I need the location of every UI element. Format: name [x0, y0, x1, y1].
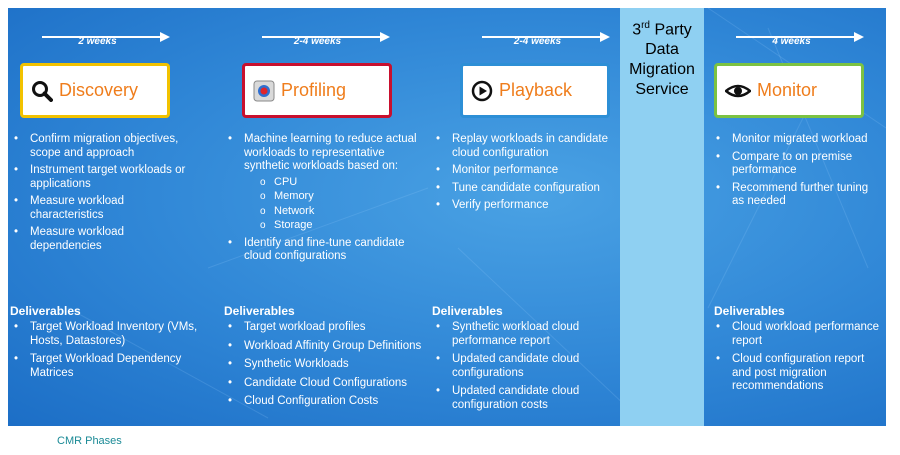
activity-list: Monitor migrated workload Compare to on …: [714, 133, 882, 213]
duration-arrow: [736, 32, 864, 42]
phase-profiling: 2-4 weeks Profiling Machine learning to …: [224, 8, 440, 426]
metric-sublist: CPU Memory Network Storage: [244, 176, 426, 233]
list-item: Identify and fine-tune candidate cloud c…: [226, 237, 426, 264]
third-party-line1: 3rd Party: [620, 16, 704, 40]
duration-label: 2-4 weeks: [513, 36, 562, 47]
deliverables-heading: Deliverables: [224, 304, 295, 318]
monitor-box: Monitor: [714, 63, 864, 118]
list-item: Monitor migrated workload: [714, 133, 882, 147]
phase-title: Profiling: [281, 80, 347, 100]
deliverables-heading: Deliverables: [432, 304, 503, 318]
duration-arrow: [42, 32, 170, 42]
play-icon: [471, 80, 493, 101]
list-item: Cloud Configuration Costs: [226, 395, 431, 409]
list-item: Updated candidate cloud configurations: [434, 353, 614, 380]
list-item: Measure workload dependencies: [12, 226, 197, 253]
list-item: Machine learning to reduce actual worklo…: [226, 133, 426, 233]
third-party-migration-service: 3rd Party Data Migration Service: [620, 8, 704, 426]
list-item: Synthetic Workloads: [226, 358, 431, 372]
list-item: Candidate Cloud Configurations: [226, 377, 431, 391]
third-party-word: Party: [650, 21, 692, 39]
deliverables-list: Synthetic workload cloud performance rep…: [434, 321, 614, 417]
phase-title: Discovery: [59, 80, 139, 100]
metric-cpu: CPU: [244, 176, 426, 190]
duration-label: 2-4 weeks: [293, 36, 342, 47]
list-item: Instrument target workloads or applicati…: [12, 164, 197, 191]
third-party-ordinal: 3: [632, 21, 642, 39]
profiling-box: Profiling: [242, 63, 392, 118]
eye-icon: [725, 84, 751, 97]
third-party-line4: Service: [635, 81, 689, 99]
phase-title: Playback: [499, 80, 573, 100]
phase-discovery: 2 weeks Discovery Confirm migration obje…: [10, 8, 215, 426]
list-item: Measure workload characteristics: [12, 195, 197, 222]
list-item: Target workload profiles: [226, 321, 431, 335]
figure-caption: CMR Phases: [57, 435, 122, 447]
list-item: Replay workloads in candidate cloud conf…: [434, 133, 614, 160]
phases-panel: 2 weeks Discovery Confirm migration obje…: [8, 8, 886, 426]
playback-box: Playback: [460, 63, 610, 118]
metric-memory: Memory: [244, 190, 426, 204]
list-item: Target Workload Inventory (VMs, Hosts, D…: [12, 321, 202, 348]
list-item: Target Workload Dependency Matrices: [12, 353, 202, 380]
phase-title: Monitor: [757, 80, 818, 100]
deliverables-list: Target workload profiles Workload Affini…: [226, 321, 431, 414]
list-item: Tune candidate configuration: [434, 182, 614, 196]
target-icon: [253, 80, 275, 101]
list-item: Synthetic workload cloud performance rep…: [434, 321, 614, 348]
duration-arrow: [262, 32, 390, 42]
deliverables-heading: Deliverables: [10, 304, 81, 318]
duration-arrow: [482, 32, 610, 42]
list-item: Updated candidate cloud configuration co…: [434, 385, 614, 412]
phase-monitor: 4 weeks Monitor Monitor migrated workloa…: [714, 8, 886, 426]
activity-list: Replay workloads in candidate cloud conf…: [434, 133, 614, 217]
activity-list: Machine learning to reduce actual worklo…: [226, 133, 426, 268]
third-party-ordinal-suffix: rd: [641, 20, 650, 31]
activity-list: Confirm migration objectives, scope and …: [12, 133, 197, 257]
list-item: Cloud workload performance report: [714, 321, 882, 348]
list-item: Monitor performance: [434, 164, 614, 178]
list-item: Verify performance: [434, 199, 614, 213]
list-item: Confirm migration objectives, scope and …: [12, 133, 197, 160]
list-item: Workload Affinity Group Definitions: [226, 340, 431, 354]
duration-label: 2 weeks: [78, 36, 117, 47]
list-item: Cloud configuration report and post migr…: [714, 353, 882, 394]
deliverables-heading: Deliverables: [714, 304, 785, 318]
deliverables-list: Cloud workload performance report Cloud …: [714, 321, 882, 399]
duration-label: 4 weeks: [772, 36, 811, 47]
metric-network: Network: [244, 205, 426, 219]
list-item-text: Machine learning to reduce actual worklo…: [244, 133, 417, 172]
list-item: Compare to on premise performance: [714, 151, 882, 178]
metric-storage: Storage: [244, 219, 426, 233]
third-party-line2: Data: [645, 41, 679, 59]
discovery-box: Discovery: [20, 63, 170, 118]
magnifier-icon: [32, 80, 53, 102]
phase-playback: 2-4 weeks Playback Replay workloads in c…: [432, 8, 620, 426]
third-party-line3: Migration: [629, 61, 695, 79]
list-item: Recommend further tuning as needed: [714, 182, 882, 209]
deliverables-list: Target Workload Inventory (VMs, Hosts, D…: [12, 321, 202, 385]
